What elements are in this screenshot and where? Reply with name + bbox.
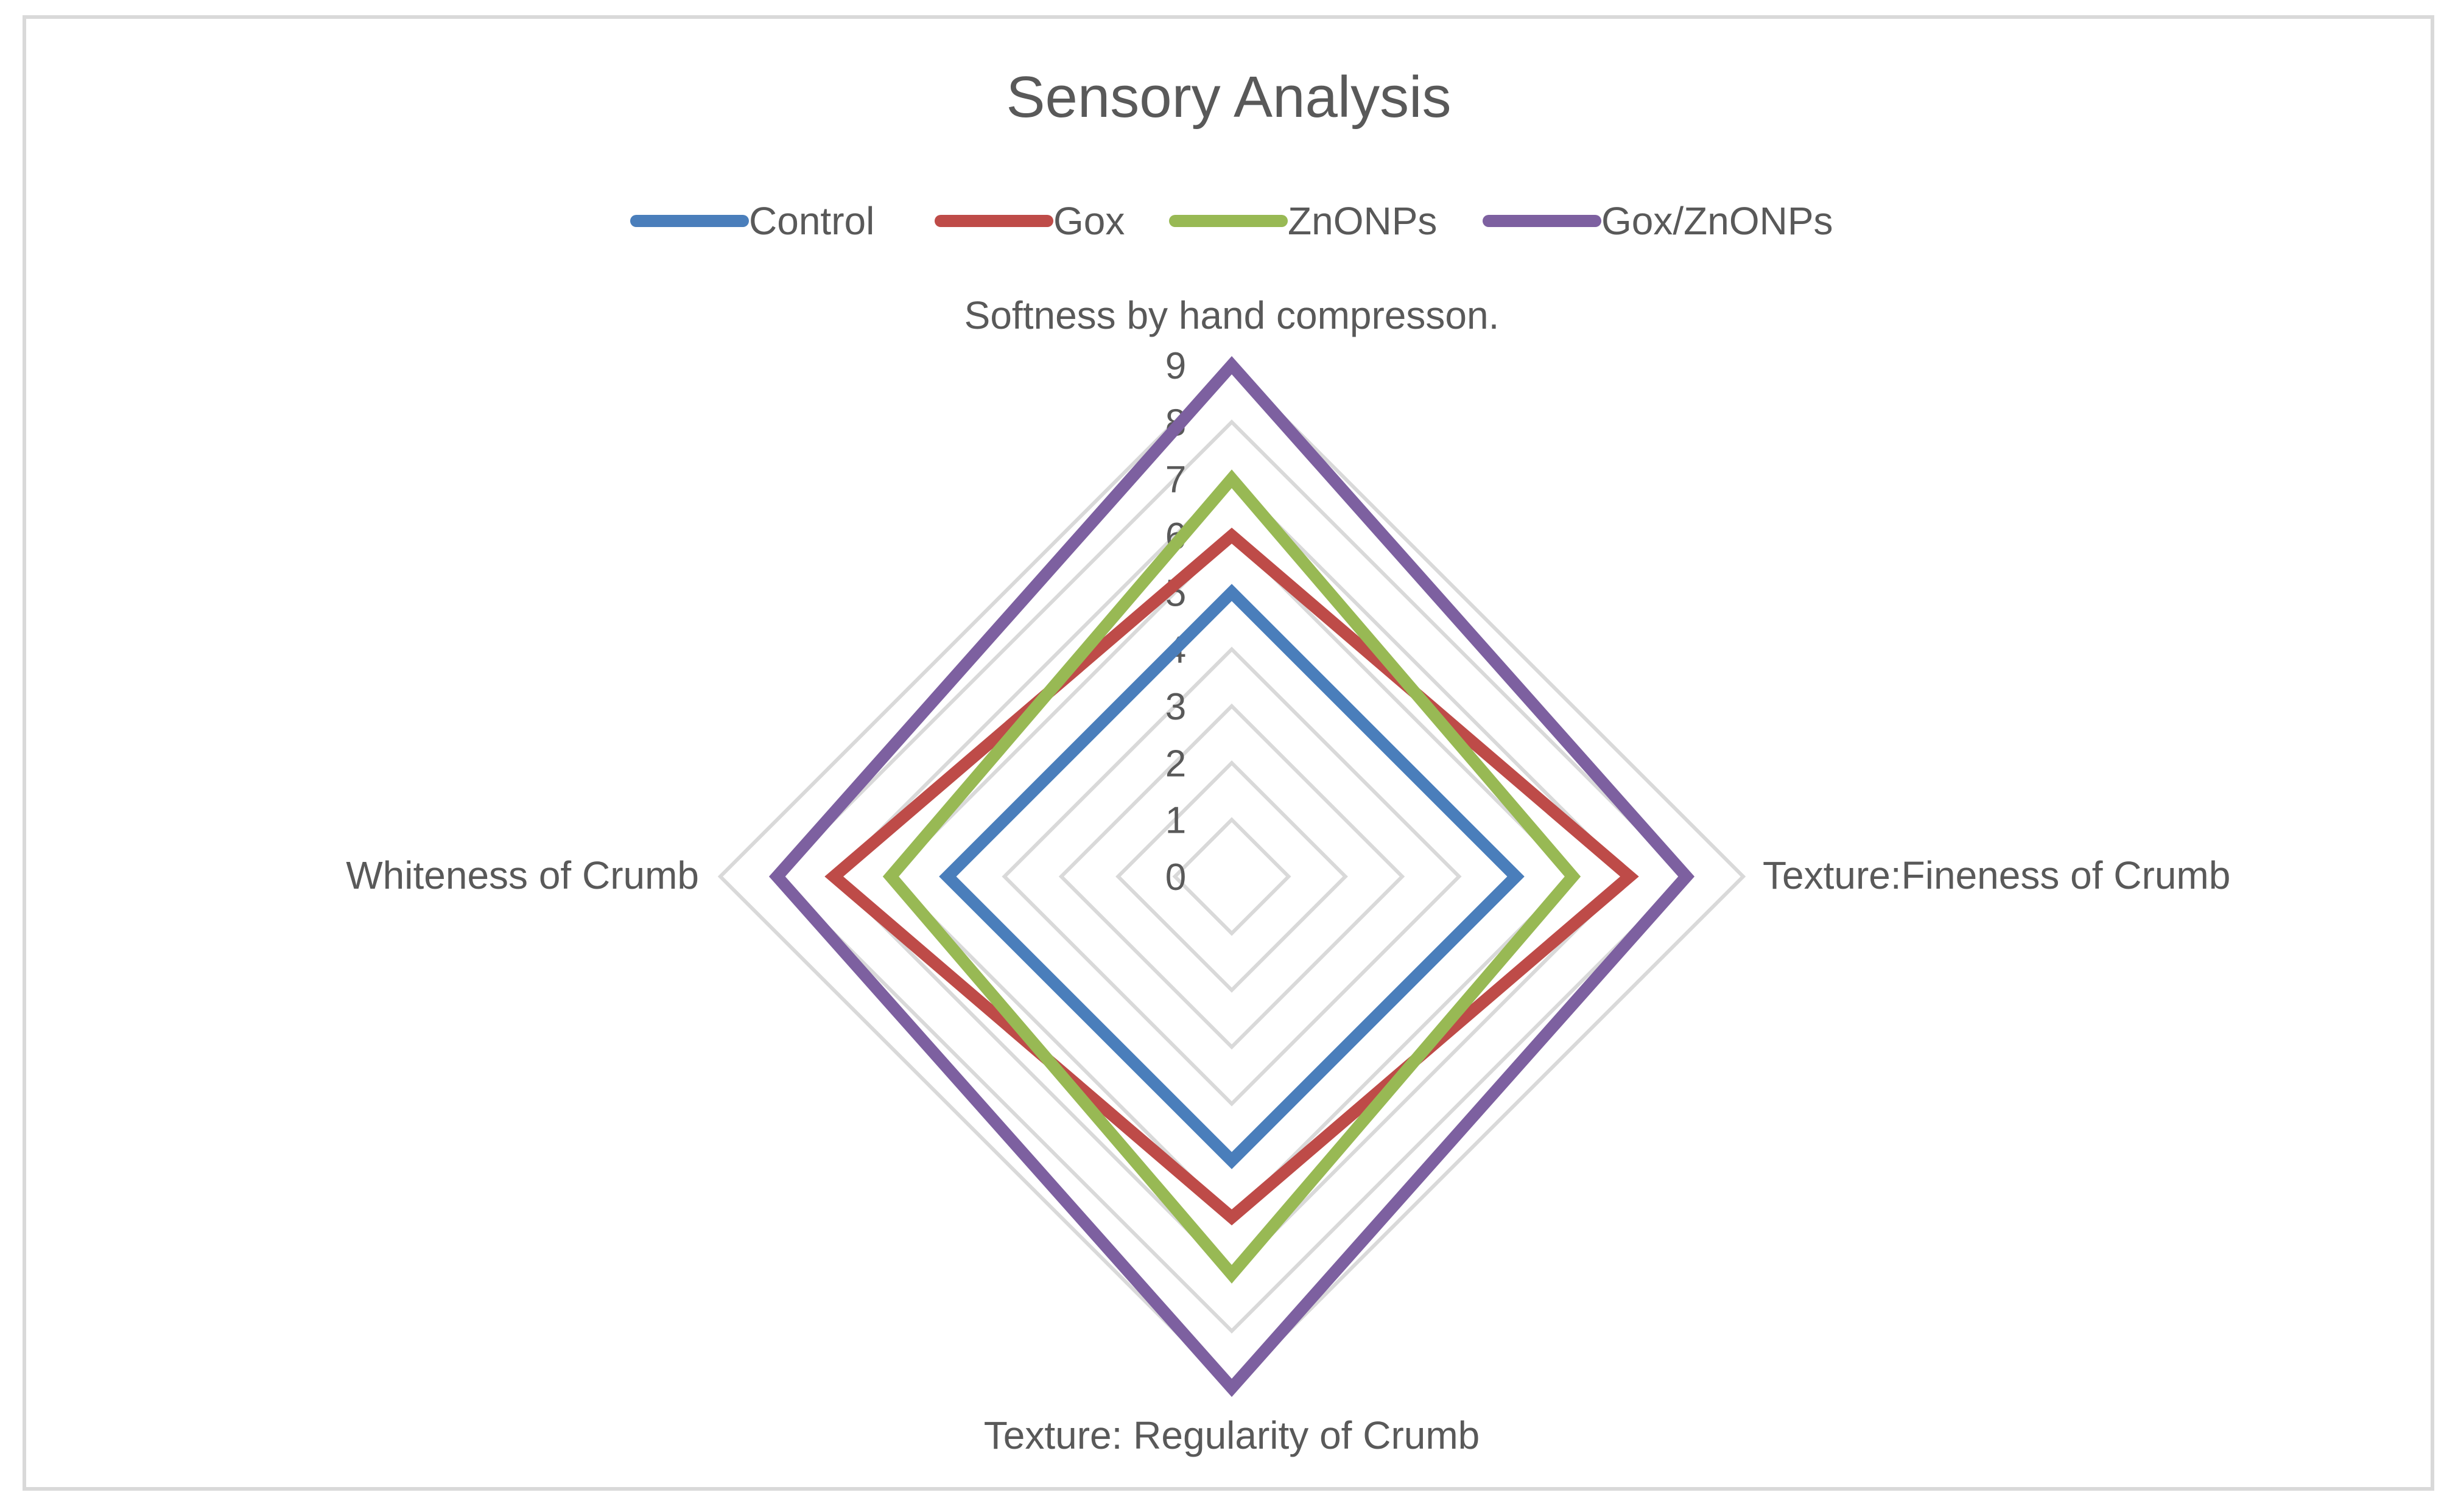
series-line-gox (824, 527, 1639, 1226)
legend-label: Control (749, 199, 874, 243)
tick-label: 0 (1165, 856, 1186, 898)
legend-label: Gox/ZnONPs (1601, 199, 1833, 243)
axis-label: Softness by hand compresson. (964, 293, 1500, 337)
chart-title: Sensory Analysis (1006, 65, 1451, 130)
grid-ring-3 (1058, 703, 1405, 1050)
legend-label: Gox (1053, 199, 1125, 243)
axis-label: Texture:Fineness of Crumb (1763, 853, 2230, 897)
tick-label: 2 (1165, 743, 1186, 785)
grid-ring-1 (1172, 817, 1291, 936)
tick-label: 9 (1165, 345, 1186, 387)
legend-label: ZnONPs (1288, 199, 1437, 243)
tick-label: 7 (1165, 459, 1186, 501)
axis-label: Texture: Regularity of Crumb (984, 1413, 1480, 1457)
series-line-znonps (882, 469, 1581, 1284)
tick-label: 3 (1165, 686, 1186, 728)
series-line-control (939, 584, 1525, 1169)
series-lines (768, 355, 1695, 1398)
tick-label: 1 (1165, 800, 1186, 842)
legend: Control Gox ZnONPs Gox/ZnONPs (630, 199, 1833, 243)
series-line-gox-znonps (768, 355, 1695, 1398)
axis-label: Whiteness of Crumb (346, 853, 699, 897)
grid-ring-2 (1115, 760, 1348, 993)
axis-labels: Softness by hand compresson. Texture:Fine… (346, 293, 2230, 1457)
grid-ring-8 (774, 419, 1689, 1334)
chart-border (23, 15, 2434, 1491)
grid-ring-4 (1002, 646, 1462, 1107)
